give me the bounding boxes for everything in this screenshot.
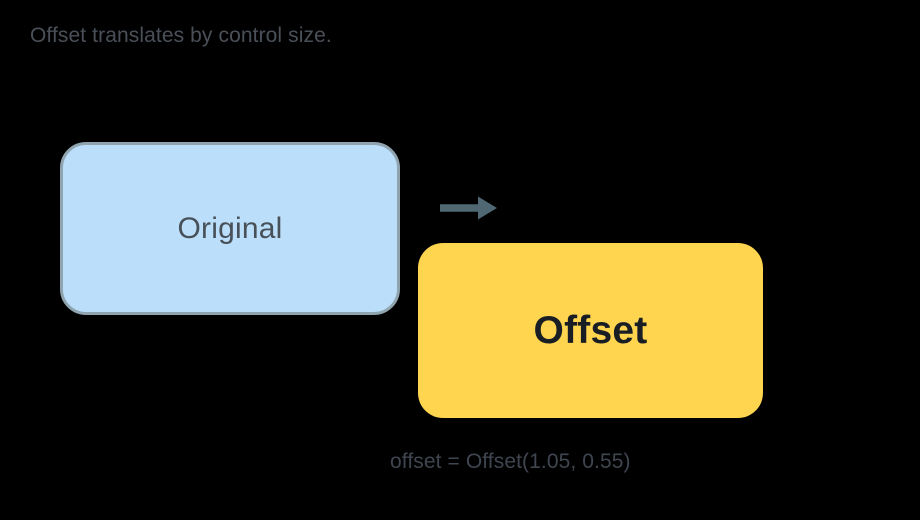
- right-arrow-icon: [438, 192, 500, 224]
- offset-control-label: Offset: [533, 308, 648, 352]
- original-control-box: Original: [60, 142, 400, 315]
- original-control-label: Original: [177, 211, 283, 245]
- offset-caption: offset = Offset(1.05, 0.55): [390, 450, 631, 473]
- offset-control-box: Offset: [418, 243, 763, 418]
- page-title: Offset translates by control size.: [30, 24, 332, 47]
